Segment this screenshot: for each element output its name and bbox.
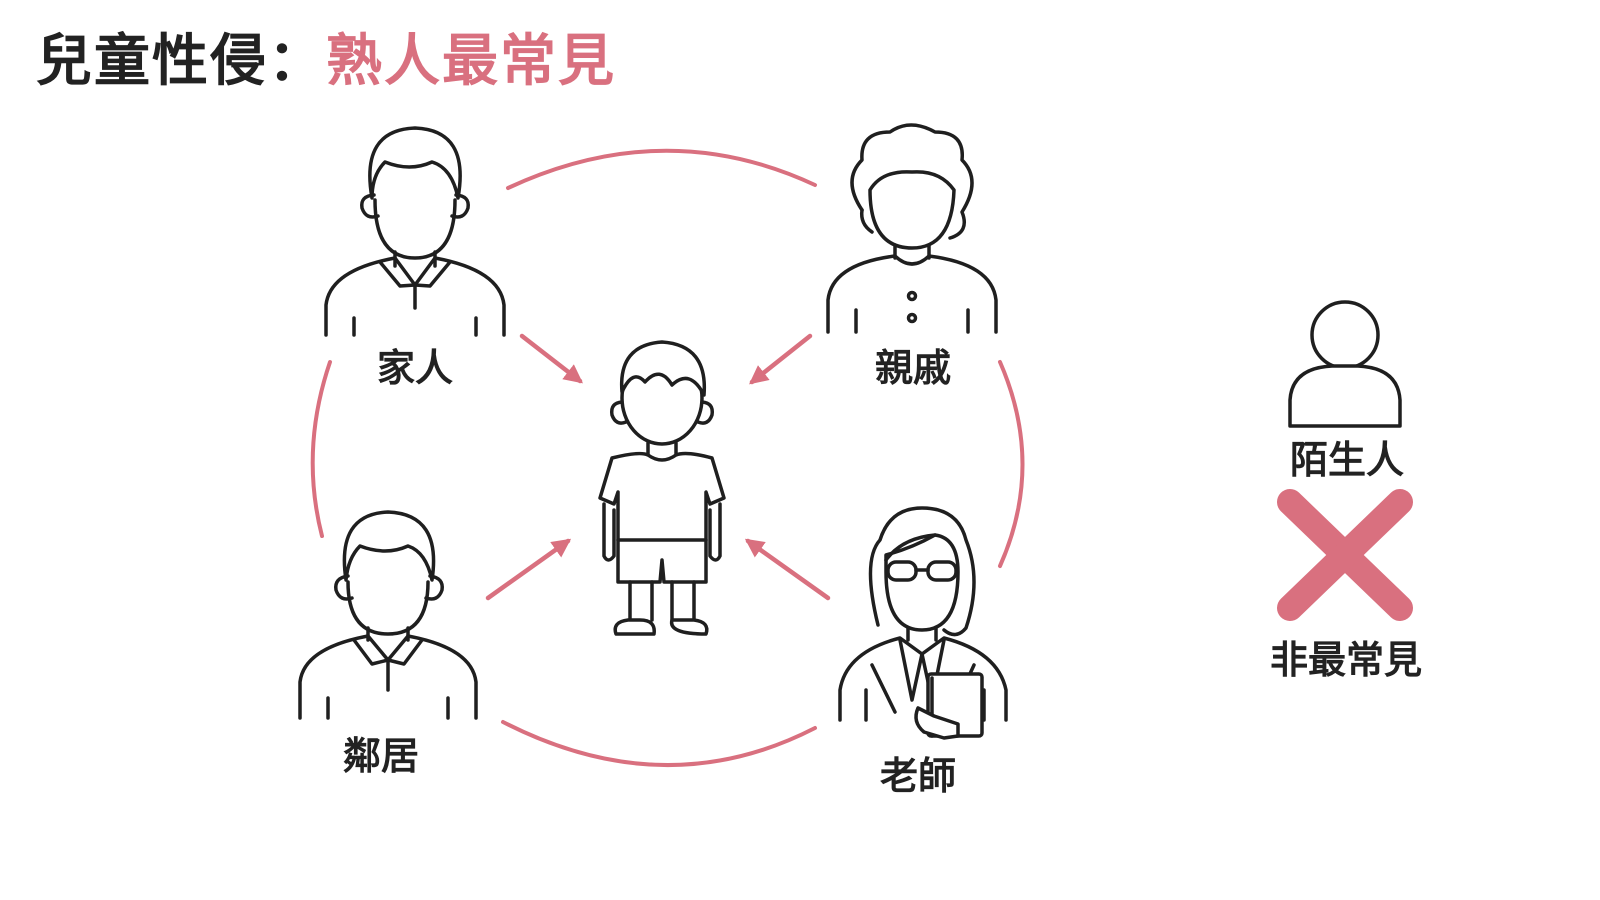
arc-top (506, 148, 817, 190)
relative-person-icon (826, 123, 998, 334)
label-relatives: 親戚 (875, 346, 951, 390)
arc-bottom (501, 720, 817, 768)
label-family: 家人 (377, 346, 453, 390)
arrow-from-relatives (749, 333, 813, 385)
arc-left (310, 360, 332, 538)
connection-arcs (310, 148, 1025, 768)
arrow-from-teachers (744, 538, 831, 601)
label-not-most-common: 非最常見 (1270, 638, 1422, 682)
neighbor-person-icon (298, 510, 478, 720)
title-highlight: 熟人最常見 (326, 29, 616, 94)
title-main: 兒童性侵： (36, 29, 326, 94)
teacher-person-icon (838, 506, 1008, 740)
arc-right (998, 360, 1025, 568)
label-neighbors: 鄰居 (343, 734, 419, 778)
child-icon (598, 340, 726, 636)
arrow-from-neighbors (485, 538, 572, 601)
arrows (485, 333, 831, 601)
label-teachers: 老師 (880, 754, 956, 798)
label-stranger: 陌生人 (1290, 438, 1404, 482)
stranger-person-icon (1288, 300, 1402, 428)
family-person-icon (324, 126, 506, 337)
arrow-from-family (519, 333, 583, 384)
page-title: 兒童性侵：熟人最常見 (36, 28, 616, 95)
cross-icon (1277, 489, 1413, 621)
